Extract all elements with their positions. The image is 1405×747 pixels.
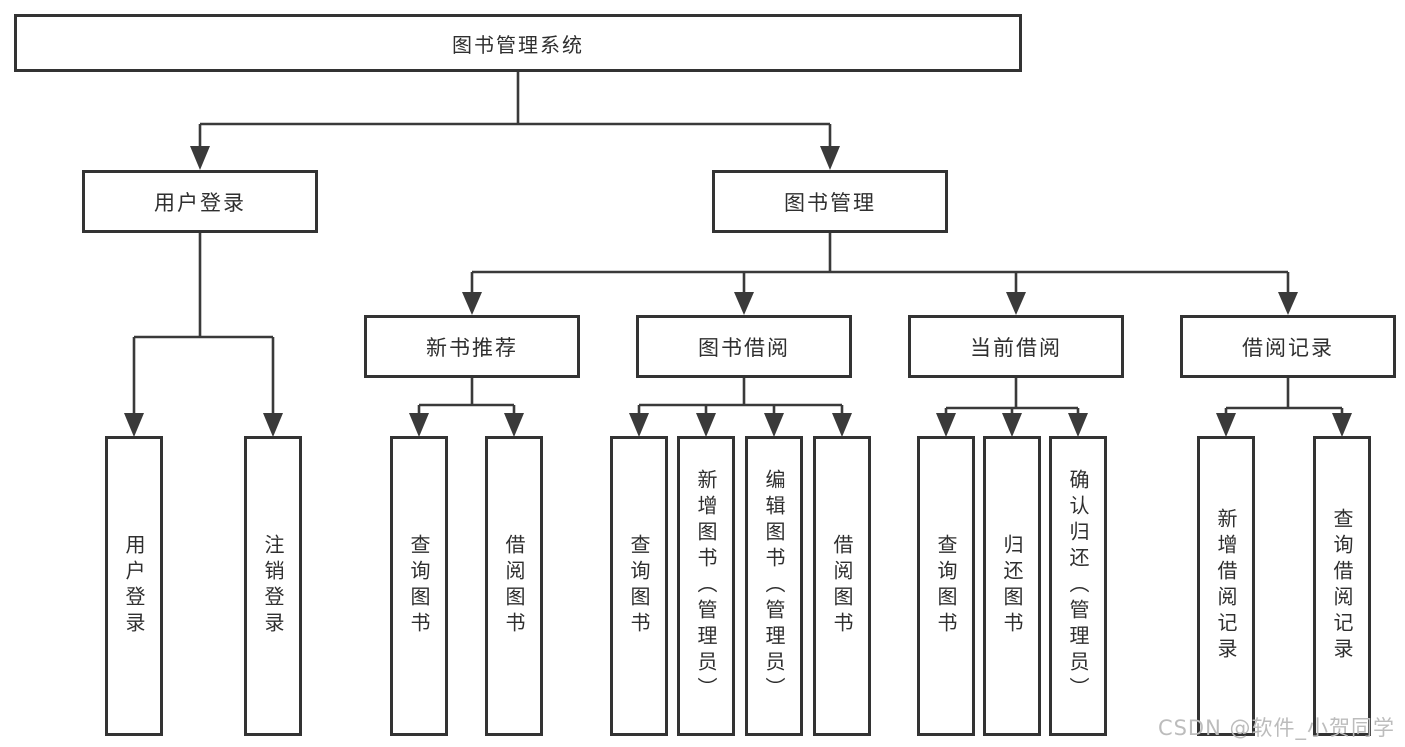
node-new-book-recommend: 新书推荐 xyxy=(364,315,580,378)
watermark-text: CSDN @软件_小贺同学 xyxy=(1157,716,1395,740)
node-book-borrowing: 图书借阅 xyxy=(636,315,852,378)
node-root-title: 图书管理系统 xyxy=(14,14,1022,72)
node-leaf-add-borrow-record: 新增借阅记录 xyxy=(1197,436,1255,736)
node-leaf-logout: 注销登录 xyxy=(244,436,302,736)
node-leaf-confirm-return-admin: 确认归还（管理员） xyxy=(1049,436,1107,736)
node-current-borrowing: 当前借阅 xyxy=(908,315,1124,378)
node-leaf-query-books-recommend: 查询图书 xyxy=(390,436,448,736)
arrowhead-icons xyxy=(124,146,1352,437)
node-user-login: 用户登录 xyxy=(82,170,318,233)
node-leaf-query-borrow-record: 查询借阅记录 xyxy=(1313,436,1371,736)
node-leaf-borrow-books-borrowing: 借阅图书 xyxy=(813,436,871,736)
node-book-management: 图书管理 xyxy=(712,170,948,233)
node-borrowing-records: 借阅记录 xyxy=(1180,315,1396,378)
node-leaf-query-books-current: 查询图书 xyxy=(917,436,975,736)
node-leaf-add-books-admin: 新增图书（管理员） xyxy=(677,436,735,736)
node-leaf-user-login: 用户登录 xyxy=(105,436,163,736)
node-leaf-borrow-books-recommend: 借阅图书 xyxy=(485,436,543,736)
node-leaf-return-books: 归还图书 xyxy=(983,436,1041,736)
node-leaf-edit-books-admin: 编辑图书（管理员） xyxy=(745,436,803,736)
node-leaf-query-books-borrowing: 查询图书 xyxy=(610,436,668,736)
